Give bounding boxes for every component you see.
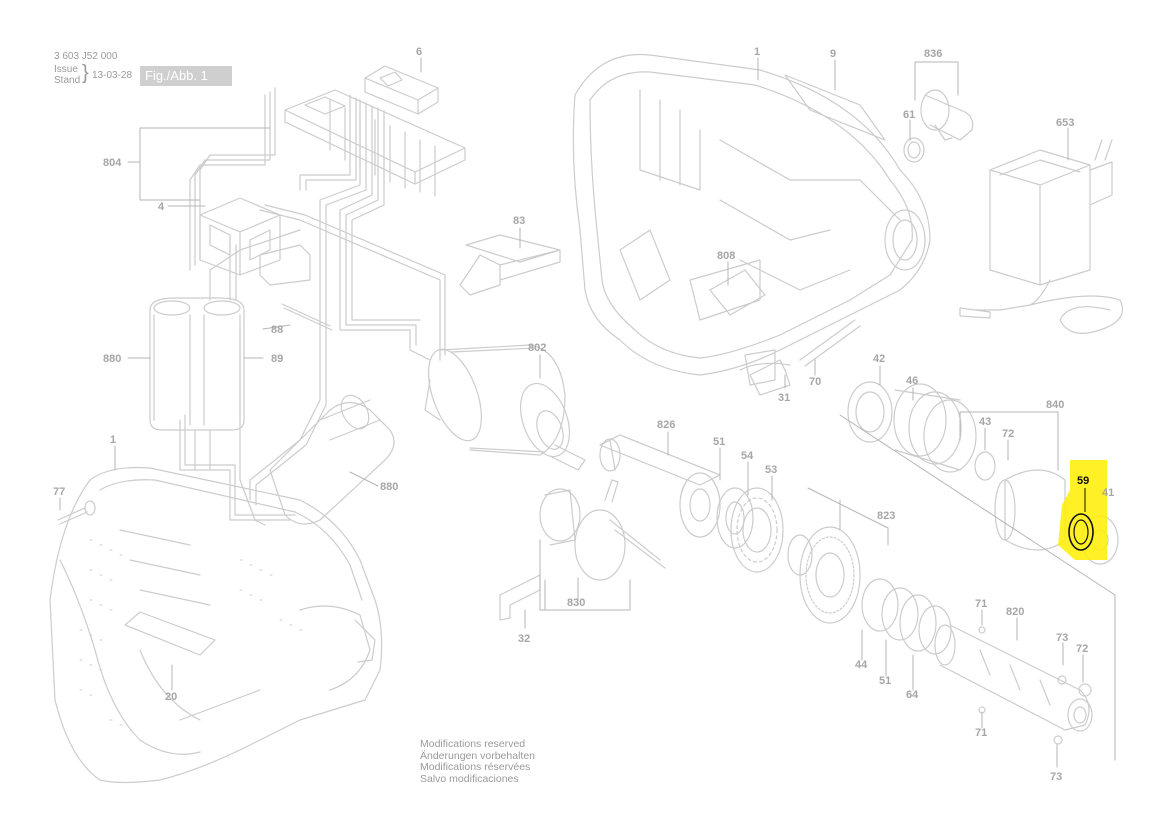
- drive-shaft-826: [599, 434, 721, 486]
- callout-64: 64: [906, 689, 919, 701]
- callout-1-left: 1: [110, 434, 116, 446]
- callout-42: 42: [873, 353, 885, 365]
- callout-1-top: 1: [754, 46, 760, 58]
- callout-71-top: 71: [975, 598, 987, 610]
- callout-72-right: 72: [1076, 643, 1088, 655]
- callout-802: 802: [528, 342, 546, 354]
- callout-41: 41: [1102, 487, 1114, 499]
- callout-6: 6: [416, 46, 422, 58]
- callout-880-mid: 880: [380, 481, 398, 493]
- housing-half-left: [49, 466, 383, 784]
- rings-44-51-64: [861, 578, 952, 655]
- highlight-59: [1058, 460, 1107, 560]
- callout-51-bottom: 51: [879, 675, 891, 687]
- cover-808: [709, 269, 766, 316]
- bearing-53: [730, 487, 784, 573]
- callout-54: 54: [741, 450, 754, 462]
- issue-brace: }: [82, 62, 89, 84]
- callout-46: 46: [906, 375, 918, 387]
- modifications-note: Modifications reserved Änderungen vorbeh…: [420, 738, 536, 785]
- gear-823: [787, 526, 861, 624]
- dots-pattern: [79, 539, 303, 731]
- callout-808: 808: [717, 250, 735, 262]
- switch-blade-83: [459, 234, 561, 296]
- o-ring-61: [903, 137, 925, 163]
- screw-77: [57, 500, 96, 525]
- switch-module: [199, 197, 311, 286]
- issue-label: Issue: [54, 64, 78, 75]
- switch-cover-6: [364, 65, 439, 115]
- callout-823: 823: [877, 510, 895, 522]
- part-59-ring[interactable]: [1068, 513, 1094, 551]
- callout-51-top: 51: [713, 436, 725, 448]
- bearing-51-top: [679, 472, 721, 538]
- ring-54: [716, 487, 754, 549]
- callout-653: 653: [1056, 117, 1074, 129]
- spindle-820: [934, 624, 1093, 732]
- callout-labels: 6 1 9 836 61 653 804 4 83 808 88 880 89 …: [53, 46, 1114, 783]
- callout-53: 53: [765, 464, 777, 476]
- cable-88: [281, 303, 333, 331]
- callout-88: 88: [271, 324, 283, 336]
- callout-73-bottom: 73: [1050, 771, 1062, 783]
- part-number: 3 603 J52 000: [54, 51, 118, 62]
- charger-653: [959, 139, 1124, 334]
- leader-lines: [59, 57, 1116, 768]
- issue-date: 13-03-28: [92, 70, 133, 81]
- callout-61: 61: [903, 109, 915, 121]
- planet-gear-830: [539, 479, 666, 581]
- mods-line-en: Modifications reserved: [420, 738, 526, 750]
- label-decal-9: [784, 74, 886, 141]
- battery-pack: [149, 297, 245, 471]
- callout-72-top: 72: [1002, 428, 1014, 440]
- callout-20: 20: [165, 691, 177, 703]
- callout-44: 44: [855, 659, 868, 671]
- callout-4: 4: [158, 201, 165, 213]
- mods-line-es: Salvo modificaciones: [420, 772, 519, 785]
- callout-71-bottom: 71: [975, 727, 987, 739]
- callout-83: 83: [513, 215, 525, 227]
- motor-802: [424, 344, 586, 471]
- callout-32: 32: [518, 633, 530, 645]
- callout-836: 836: [924, 48, 942, 60]
- battery-pack-2: [269, 394, 395, 525]
- figure-label: Fig./Abb. 1: [140, 66, 232, 86]
- pin-70: [799, 319, 861, 367]
- knob-836: [920, 89, 974, 141]
- callout-70: 70: [809, 376, 821, 388]
- callout-59: 59: [1077, 475, 1089, 487]
- callout-830: 830: [567, 597, 585, 609]
- mods-line-fr: Modifications réservées: [420, 761, 531, 773]
- callout-804: 804: [103, 157, 122, 169]
- callout-31: 31: [778, 392, 790, 404]
- callout-840: 840: [1046, 399, 1064, 411]
- mods-line-de: Änderungen vorbehalten: [420, 749, 536, 762]
- callout-820: 820: [1006, 606, 1024, 618]
- callout-43: 43: [979, 416, 991, 428]
- cap-31: [749, 359, 791, 396]
- callout-77: 77: [53, 486, 65, 498]
- stand-label: Stand: [54, 75, 81, 86]
- callout-89: 89: [271, 353, 283, 365]
- callout-880-left: 880: [103, 353, 121, 365]
- clip-32: [499, 574, 541, 621]
- callout-73-top: 73: [1056, 632, 1068, 644]
- housing-half-right: [572, 53, 931, 386]
- callout-9: 9: [830, 48, 836, 60]
- callout-826: 826: [657, 419, 675, 431]
